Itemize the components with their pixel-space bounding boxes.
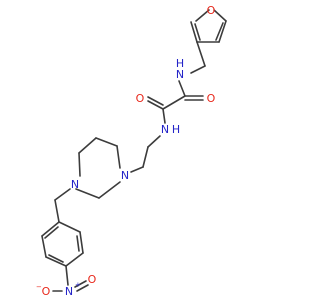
carbonyl-oxygen-label: O xyxy=(136,92,145,105)
bond xyxy=(65,252,84,267)
bond xyxy=(44,226,59,239)
carbonyl-oxygen-label: O xyxy=(207,92,216,105)
nitro-nitrogen-label: N xyxy=(65,285,73,298)
bond xyxy=(147,100,164,110)
bond xyxy=(41,235,47,258)
bond xyxy=(196,41,206,67)
nitro-oxygen-charge: − xyxy=(36,283,42,291)
bond xyxy=(213,9,227,22)
piperazine-ring xyxy=(75,137,121,199)
bond xyxy=(162,95,186,110)
bond xyxy=(76,284,89,292)
bond xyxy=(74,280,87,288)
bond xyxy=(190,65,206,74)
bond xyxy=(41,221,60,237)
bond xyxy=(215,22,224,41)
nitro-nitrogen-charge: + xyxy=(75,281,81,289)
bond xyxy=(147,96,164,106)
piperazine-nitrogen-label: N xyxy=(121,169,129,182)
amide-nitrogen-label: N xyxy=(161,123,169,136)
bond xyxy=(78,152,81,177)
bond xyxy=(65,265,69,286)
bond xyxy=(76,235,80,252)
bond xyxy=(98,181,121,199)
amide-hydrogen-label: H xyxy=(176,57,184,70)
bond xyxy=(95,137,118,147)
bond xyxy=(178,80,186,97)
bond xyxy=(190,21,198,43)
bond xyxy=(218,20,227,43)
bond xyxy=(54,199,60,223)
bond xyxy=(162,108,166,124)
bond xyxy=(45,256,67,267)
bond xyxy=(48,254,64,263)
nitro-oxygen-label: O xyxy=(88,273,97,286)
bond xyxy=(75,188,100,199)
amide-nitrogen-label: N xyxy=(176,68,184,81)
furan-oxygen-label: O xyxy=(207,4,216,17)
bond xyxy=(147,135,161,148)
bond xyxy=(79,231,84,254)
bond xyxy=(116,145,121,169)
molecule-structure: O N H O O N H N N N + O − O xyxy=(36,4,227,298)
bond xyxy=(195,9,210,22)
amide-hydrogen-label: H xyxy=(172,123,180,136)
bond xyxy=(142,146,149,168)
bond xyxy=(54,188,71,201)
benzene-ring xyxy=(41,221,84,267)
nitro-oxygen-label: O xyxy=(42,285,51,298)
piperazine-nitrogen-label: N xyxy=(71,178,79,191)
bond xyxy=(194,23,201,41)
furan-ring xyxy=(190,9,227,43)
bond xyxy=(130,166,144,173)
bond xyxy=(58,221,81,233)
bond xyxy=(78,137,97,154)
